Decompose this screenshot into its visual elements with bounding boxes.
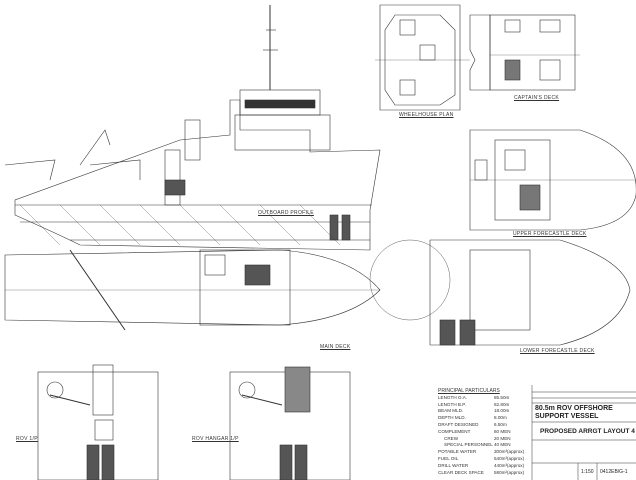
particular-row: DRAFT DESIGNED 6.50m — [438, 422, 530, 429]
lower-forecastle-deck — [369, 239, 631, 346]
particular-row: POTABLE WATER 300m³(approx) — [438, 449, 530, 456]
rov-plan-right — [229, 366, 351, 480]
particular-row: DRILL WATER 440m³(approx) — [438, 463, 530, 470]
particular-row: CREW 20 MEN — [438, 436, 530, 443]
particular-key: POTABLE WATER — [438, 449, 477, 455]
label-outboard-profile: OUTBOARD PROFILE — [258, 210, 314, 216]
upper-forecastle-deck — [469, 129, 636, 231]
particular-value: 580m²(approx) — [494, 469, 525, 475]
outboard-profile — [4, 5, 381, 251]
label-rov-left: ROV 1/P — [16, 436, 38, 442]
particular-key: FUEL OIL — [438, 455, 459, 461]
label-rov-right: ROV HANGAR 1/P — [192, 436, 239, 442]
particular-row: DEPTH MLD. 8.00m — [438, 415, 530, 422]
particular-value: 40 MEN — [494, 442, 511, 448]
particular-key: SPECIAL PERSONNEL — [444, 442, 493, 448]
main-deck — [4, 249, 381, 331]
label-lower-forecastle-deck: LOWER FORECASTLE DECK — [520, 348, 595, 354]
particular-value: 300m³(approx) — [494, 449, 525, 455]
particular-value: 6.50m — [494, 421, 507, 427]
label-main-deck: MAIN DECK — [320, 344, 351, 350]
particular-value: 440m³(approx) — [494, 462, 525, 468]
captains-deck — [469, 14, 580, 91]
particular-row: LENGTH B.P. 82.80m — [438, 402, 530, 409]
label-upper-forecastle-deck: UPPER FORECASTLE DECK — [513, 231, 587, 237]
vessel-name: 80.5m ROV OFFSHORE SUPPORT VESSEL — [535, 405, 613, 420]
particular-key: LENGTH B.P. — [438, 401, 466, 407]
particular-row: CLEAR DECK SPACE 580m²(approx) — [438, 470, 530, 477]
particular-key: CREW — [444, 435, 459, 441]
drawing-number: 0412EB/G-1 — [600, 469, 628, 475]
particular-key: CLEAR DECK SPACE — [438, 469, 484, 475]
particular-value: 85.50m — [494, 394, 510, 400]
title-block — [531, 385, 636, 480]
particular-value: 540m³(approx) — [494, 455, 525, 461]
drawing-title: PROPOSED ARRGT LAYOUT 4 — [540, 428, 635, 435]
particular-value: 82.80m — [494, 401, 510, 407]
particular-key: LENGTH O.A. — [438, 394, 468, 400]
particular-value: 20 MEN — [494, 435, 511, 441]
particular-row: COMPLEMENT 60 MEN — [438, 429, 530, 436]
label-wheelhouse-plan: WHEELHOUSE PLAN — [399, 112, 454, 118]
particular-key: DRAFT DESIGNED — [438, 421, 479, 427]
particular-key: COMPLEMENT — [438, 428, 471, 434]
particular-key: BEAM MLD. — [438, 408, 464, 414]
particulars-heading: PRINCIPAL PARTICULARS — [438, 388, 500, 394]
particular-key: DEPTH MLD. — [438, 415, 466, 421]
drawing-scale: 1:150 — [581, 469, 594, 475]
particular-value: 8.00m — [494, 415, 507, 421]
label-captains-deck: CAPTAIN'S DECK — [514, 95, 560, 101]
particular-value: 18.00m — [494, 408, 510, 414]
particular-row: BEAM MLD. 18.00m — [438, 408, 530, 415]
rov-plan-left — [37, 364, 159, 480]
particular-row: LENGTH O.A. 85.50m — [438, 395, 530, 402]
particular-row: FUEL OIL 540m³(approx) — [438, 456, 530, 463]
particular-key: DRILL WATER — [438, 462, 469, 468]
particular-value: 60 MEN — [494, 428, 511, 434]
wheelhouse-plan — [375, 4, 470, 111]
